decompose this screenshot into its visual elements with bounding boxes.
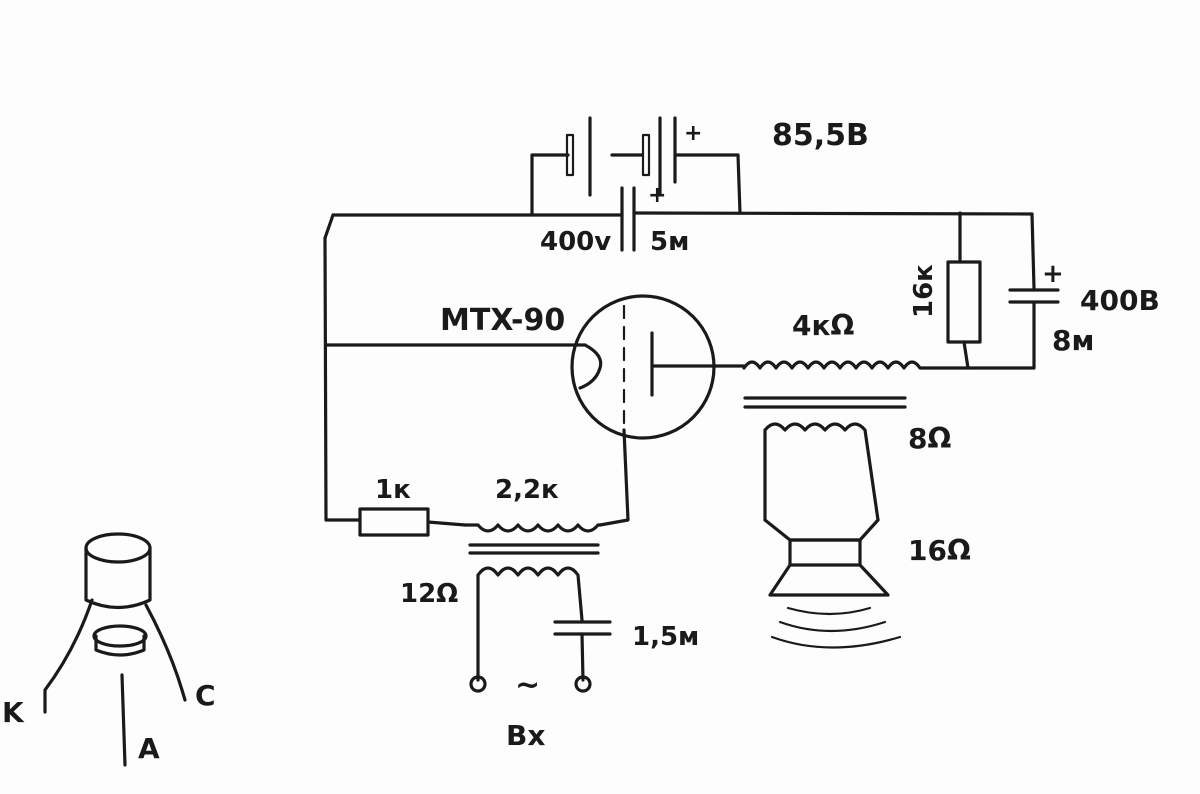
- left-rail: [323, 213, 587, 522]
- resistor-16k: [946, 211, 982, 370]
- resistor-1k: [358, 507, 467, 537]
- cap-right-value-label: 8м: [1052, 324, 1094, 357]
- input-transformer: [463, 523, 612, 693]
- supply-voltage-label: 85,5B: [772, 118, 869, 153]
- pin-k-label: K: [2, 696, 25, 729]
- input-tx-primary-label: 2,2к: [495, 475, 559, 505]
- pin-c-label: C: [195, 679, 216, 712]
- input-cap-label: 1,5м: [632, 622, 699, 652]
- grid-resistor-label: 1к: [375, 475, 411, 505]
- filter-cap-voltage-label: 400v: [540, 227, 611, 257]
- tube-symbol: [570, 294, 746, 527]
- resistor-16k-label: 16к: [909, 264, 939, 318]
- filter-capacitor: [331, 186, 1034, 252]
- battery-plus-label: +: [684, 121, 702, 146]
- output-transformer-primary: [742, 360, 970, 409]
- speaker-impedance-label: 16Ω: [908, 534, 971, 567]
- input-tx-secondary-label: 12Ω: [400, 579, 458, 609]
- cap-right-voltage-label: 400B: [1080, 284, 1160, 317]
- capacitor-8m: [966, 212, 1060, 370]
- plate-load-label: 4кΩ: [792, 309, 854, 342]
- input-label: Bx: [506, 719, 545, 752]
- tube-name-label: MTX-90: [440, 303, 565, 338]
- input-symbol: ~: [515, 668, 540, 703]
- battery-supply: [530, 116, 742, 215]
- cap-right-plus-label: +: [1042, 259, 1064, 289]
- tube-pinout: [43, 532, 187, 767]
- cap-plus-label: +: [648, 183, 666, 208]
- speaker: [763, 422, 902, 649]
- pin-a-label: A: [138, 732, 160, 765]
- output-secondary-label: 8Ω: [908, 422, 951, 455]
- filter-cap-value-label: 5м: [650, 227, 689, 257]
